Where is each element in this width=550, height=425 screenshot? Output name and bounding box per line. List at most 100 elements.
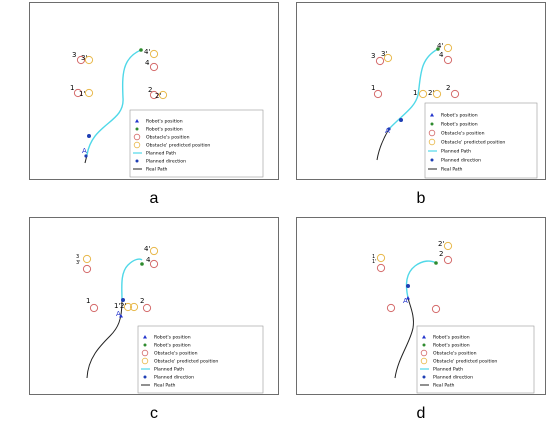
robot-dot-icon: [135, 127, 139, 131]
legend-robot-triangle: Robot's position: [441, 113, 478, 119]
obstacle-3: [82, 264, 92, 274]
caption-c: c: [150, 405, 158, 422]
legend-planned-direction: Planned direction: [433, 375, 473, 381]
legend: Robot's position Robot's position Obstac…: [137, 325, 264, 394]
caption-d: d: [416, 405, 426, 422]
predicted-1: [123, 302, 133, 312]
label-1: 1: [372, 254, 375, 260]
predicted-4: [443, 43, 453, 53]
obstacle-4: [149, 259, 159, 269]
real-path: [376, 128, 390, 161]
predicted-1: [84, 88, 94, 98]
label-3p: 3': [81, 54, 87, 62]
legend-robot-triangle: Robot's position: [433, 335, 470, 341]
label-2: 2: [148, 86, 152, 94]
label-2: 2: [439, 250, 443, 258]
label-2p: 2': [155, 92, 161, 100]
label-4: 4: [145, 59, 150, 67]
predicted-circle-icon: [428, 138, 436, 146]
panel-d-plot: 1 1' 2' 2 A Robot's position Robot's pos…: [372, 240, 535, 394]
legend-real-path: Real Path: [441, 167, 463, 173]
label-3: 3: [76, 254, 79, 260]
label-4: 4: [146, 256, 151, 264]
obstacle-circle-icon: [420, 349, 428, 357]
robot-triangle-icon: [135, 119, 139, 123]
panel-c: 3 3' 4' 4 1 1' 2' 2 A Robot's position R…: [29, 217, 279, 395]
legend-robot-triangle: Robot's position: [146, 119, 183, 125]
label-4p: 4': [144, 48, 150, 56]
legend-robot-dot: Robot's position: [441, 122, 478, 128]
legend: Robot's position Robot's position Obstac…: [129, 109, 264, 178]
label-2p: 2': [438, 240, 444, 248]
legend-planned-direction: Planned direction: [146, 159, 186, 165]
label-a: A: [82, 147, 87, 155]
robot-dot-icon: [143, 343, 147, 347]
planned-direction-dot: [121, 298, 125, 302]
legend-obstacle: Obstacle's position: [154, 351, 198, 357]
obstacle-1: [376, 263, 386, 273]
legend-robot-dot: Robot's position: [433, 343, 470, 349]
panel-d: 1 1' 2' 2 A Robot's position Robot's pos…: [296, 217, 546, 395]
obstacle-3: [375, 56, 385, 66]
legend-obstacle: Obstacle's position: [146, 135, 190, 141]
legend-robot-dot: Robot's position: [154, 343, 191, 349]
legend-planned-path: Planned Path: [154, 367, 184, 373]
obstacle-2: [149, 90, 159, 100]
legend-predicted: Obstacle' predicted position: [154, 359, 218, 365]
label-4: 4: [439, 51, 444, 59]
legend-robot-dot: Robot's position: [146, 127, 183, 133]
legend-planned-path: Planned Path: [441, 149, 471, 155]
predicted-circle-icon: [133, 141, 141, 149]
predicted-circle-icon: [141, 357, 149, 365]
legend-real-path: Real Path: [146, 167, 168, 173]
legend-planned-path: Planned Path: [433, 367, 463, 373]
legend-planned-direction: Planned direction: [441, 158, 481, 164]
predicted-3: [84, 55, 94, 65]
robot-triangle-marker: [119, 314, 123, 318]
planned-direction-dot: [399, 118, 403, 122]
label-1: 1: [86, 297, 90, 305]
label-4p: 4': [437, 42, 443, 50]
label-2: 2: [140, 297, 144, 305]
panel-a: 3 3' 4' 4 1 1' 2 2' A Robot's position R…: [29, 2, 279, 180]
legend-obstacle: Obstacle's position: [441, 131, 485, 137]
obstacle-2: [142, 303, 152, 313]
robot-triangle-icon: [422, 335, 426, 339]
label-1: 1: [70, 84, 74, 92]
caption-b: b: [416, 190, 426, 207]
legend: Robot's position Robot's position Obstac…: [424, 102, 538, 179]
planned-direction-dot: [87, 134, 91, 138]
label-3: 3: [72, 51, 76, 59]
planned-path: [405, 260, 437, 299]
real-path: [394, 297, 414, 379]
robot-dot-icon: [430, 122, 434, 126]
obstacle-circle-icon: [141, 349, 149, 357]
planned-direction-dot: [406, 284, 410, 288]
label-1: 1: [371, 84, 375, 92]
planned-direction-icon: [135, 159, 139, 163]
obstacle-4: [149, 62, 159, 72]
label-4p: 4': [144, 245, 150, 253]
robot-triangle-icon: [143, 335, 147, 339]
obstacle-3: [386, 303, 396, 313]
caption-a: a: [149, 190, 159, 207]
obstacle-1: [73, 88, 83, 98]
obstacle-1: [373, 89, 383, 99]
label-a: A: [385, 127, 390, 135]
planned-direction-dot: [387, 127, 391, 131]
predicted-3: [383, 53, 393, 63]
planned-direction-icon: [430, 158, 434, 162]
label-2p: 2': [120, 302, 126, 310]
label-1p: 1': [372, 259, 377, 265]
label-2: 2: [446, 84, 450, 92]
legend-predicted: Obstacle' predicted position: [146, 143, 210, 149]
robot-goal-dot: [140, 262, 144, 266]
robot-goal-dot: [434, 261, 438, 265]
obstacle-3: [76, 55, 86, 65]
robot-triangle-icon: [430, 113, 434, 117]
robot-goal-dot: [436, 47, 440, 51]
planned-path: [121, 258, 143, 301]
predicted-2: [443, 241, 453, 251]
legend-planned-direction: Planned direction: [154, 375, 194, 381]
label-3p: 3': [381, 50, 387, 58]
